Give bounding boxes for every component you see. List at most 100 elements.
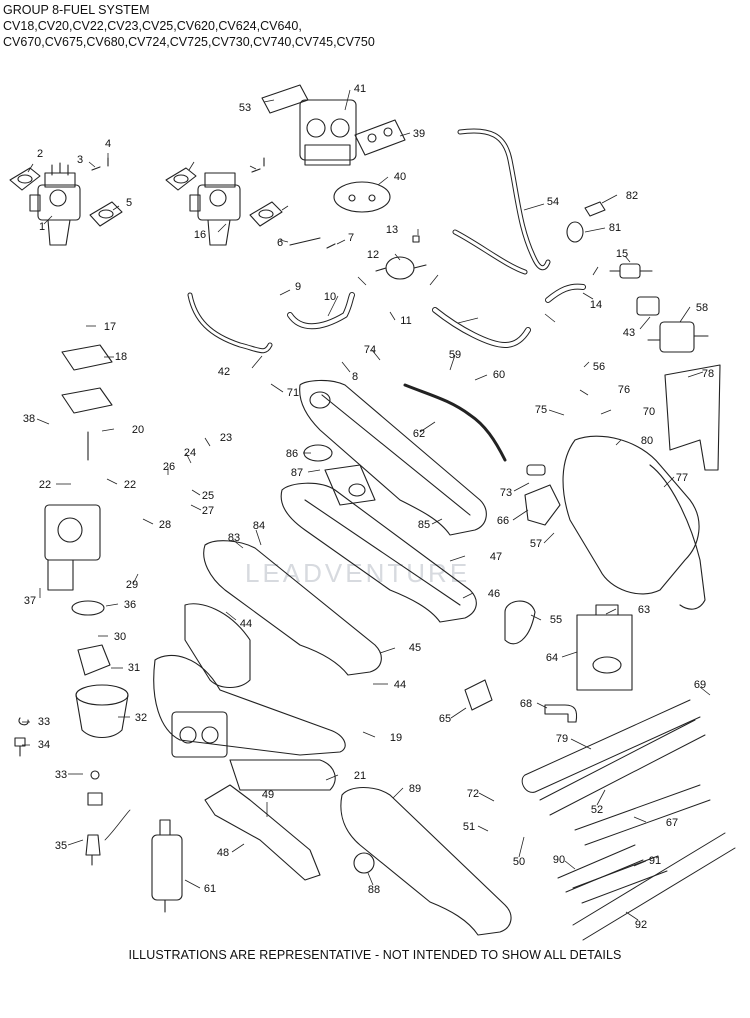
callout-5: 5 xyxy=(126,197,132,209)
hose-54 xyxy=(457,128,551,271)
callout-27: 27 xyxy=(202,505,214,517)
callout-35: 35 xyxy=(55,840,67,852)
manifold-21 xyxy=(229,759,336,791)
gasket-2-mid xyxy=(165,167,197,191)
callout-72: 72 xyxy=(467,788,479,800)
callout-12: 12 xyxy=(367,249,379,261)
bracket-48 xyxy=(204,784,321,881)
watermark: LEADVENTURE xyxy=(245,558,471,588)
gasket-2-left xyxy=(9,167,41,191)
callout-42: 42 xyxy=(218,366,230,378)
callout-88: 88 xyxy=(368,884,380,896)
callout-9: 9 xyxy=(295,281,301,293)
callout-28: 28 xyxy=(159,519,171,531)
callout-3: 3 xyxy=(77,154,83,166)
callout-8: 8 xyxy=(352,371,358,383)
callout-25: 25 xyxy=(202,490,214,502)
callout-11: 11 xyxy=(400,315,411,327)
callout-50: 50 xyxy=(513,856,525,868)
carburetor-middle xyxy=(189,172,241,246)
callout-4: 4 xyxy=(105,138,111,150)
callout-13: 13 xyxy=(386,224,398,236)
gasket-53 xyxy=(261,84,309,114)
callout-45: 45 xyxy=(409,642,421,654)
callout-7: 7 xyxy=(348,232,354,244)
callout-20: 20 xyxy=(132,424,144,436)
callout-40: 40 xyxy=(394,171,406,183)
callout-14: 14 xyxy=(590,299,602,311)
callout-84: 84 xyxy=(253,520,265,532)
callout-86: 86 xyxy=(286,448,298,460)
callout-26: 26 xyxy=(163,461,175,473)
callout-61: 61 xyxy=(204,883,216,895)
callout-90: 90 xyxy=(553,854,565,866)
callout-83: 83 xyxy=(228,532,240,544)
diagram-title: GROUP 8-FUEL SYSTEM CV18,CV20,CV22,CV23,… xyxy=(3,2,375,50)
callout-57: 57 xyxy=(530,538,542,550)
title-line-2: CV18,CV20,CV22,CV23,CV25,CV620,CV624,CV6… xyxy=(3,19,302,33)
callout-2: 2 xyxy=(37,148,43,160)
callout-18: 18 xyxy=(115,351,127,363)
callout-47: 47 xyxy=(490,551,502,563)
callout-62: 62 xyxy=(413,428,425,440)
callout-10: 10 xyxy=(324,291,336,303)
throttle-body-41 xyxy=(299,99,357,166)
callout-89: 89 xyxy=(409,783,421,795)
intake-manifold-45 xyxy=(203,540,382,676)
callout-36: 36 xyxy=(124,599,136,611)
callout-79: 79 xyxy=(556,733,568,745)
intake-manifold-89 xyxy=(340,786,512,936)
callout-30: 30 xyxy=(114,631,126,643)
callout-29: 29 xyxy=(126,579,138,591)
callout-85: 85 xyxy=(418,519,430,531)
manifold-44 xyxy=(184,603,251,689)
callout-87: 87 xyxy=(291,467,303,479)
callout-80: 80 xyxy=(641,435,653,447)
gasket-39 xyxy=(354,119,406,156)
callout-73: 73 xyxy=(500,487,512,499)
callout-41: 41 xyxy=(354,83,366,95)
callout-65: 65 xyxy=(439,713,451,725)
callout-48: 48 xyxy=(217,847,229,859)
callout-16: 16 xyxy=(194,229,206,241)
callout-64: 64 xyxy=(546,652,558,664)
callout-81: 81 xyxy=(609,222,621,234)
shield-78 xyxy=(664,364,721,471)
callout-66: 66 xyxy=(497,515,509,527)
callout-59: 59 xyxy=(449,349,461,361)
callout-37: 37 xyxy=(24,595,36,607)
gasket-5-left xyxy=(89,201,123,227)
title-line-1: GROUP 8-FUEL SYSTEM xyxy=(3,3,150,17)
shaft-6 xyxy=(289,237,321,246)
callout-31: 31 xyxy=(128,662,140,674)
callout-33-top: 33 xyxy=(38,716,50,728)
callout-63: 63 xyxy=(638,604,650,616)
regulator-77 xyxy=(562,435,700,595)
callout-52: 52 xyxy=(591,804,603,816)
callout-75: 75 xyxy=(535,404,547,416)
callout-44-bottom: 44 xyxy=(394,679,406,691)
callout-21: 21 xyxy=(354,770,366,782)
intake-manifold-85 xyxy=(299,379,487,536)
callout-19: 19 xyxy=(390,732,402,744)
callout-91: 91 xyxy=(649,855,661,867)
manifold-19 xyxy=(153,654,346,756)
callout-53: 53 xyxy=(239,102,251,114)
callout-92: 92 xyxy=(635,919,647,931)
callout-43: 43 xyxy=(623,327,635,339)
callout-46: 46 xyxy=(488,588,500,600)
callout-39: 39 xyxy=(413,128,425,140)
title-line-3: CV670,CV675,CV680,CV724,CV725,CV730,CV74… xyxy=(3,35,375,49)
callout-34: 34 xyxy=(38,739,50,751)
callout-38: 38 xyxy=(23,413,35,425)
plate-40 xyxy=(333,181,391,213)
callout-54: 54 xyxy=(547,196,559,208)
callout-32: 32 xyxy=(135,712,147,724)
callout-24: 24 xyxy=(184,447,196,459)
callout-69: 69 xyxy=(694,679,706,691)
callout-82: 82 xyxy=(626,190,638,202)
callout-74: 74 xyxy=(364,344,376,356)
callout-17: 17 xyxy=(104,321,116,333)
callout-15: 15 xyxy=(616,248,628,260)
